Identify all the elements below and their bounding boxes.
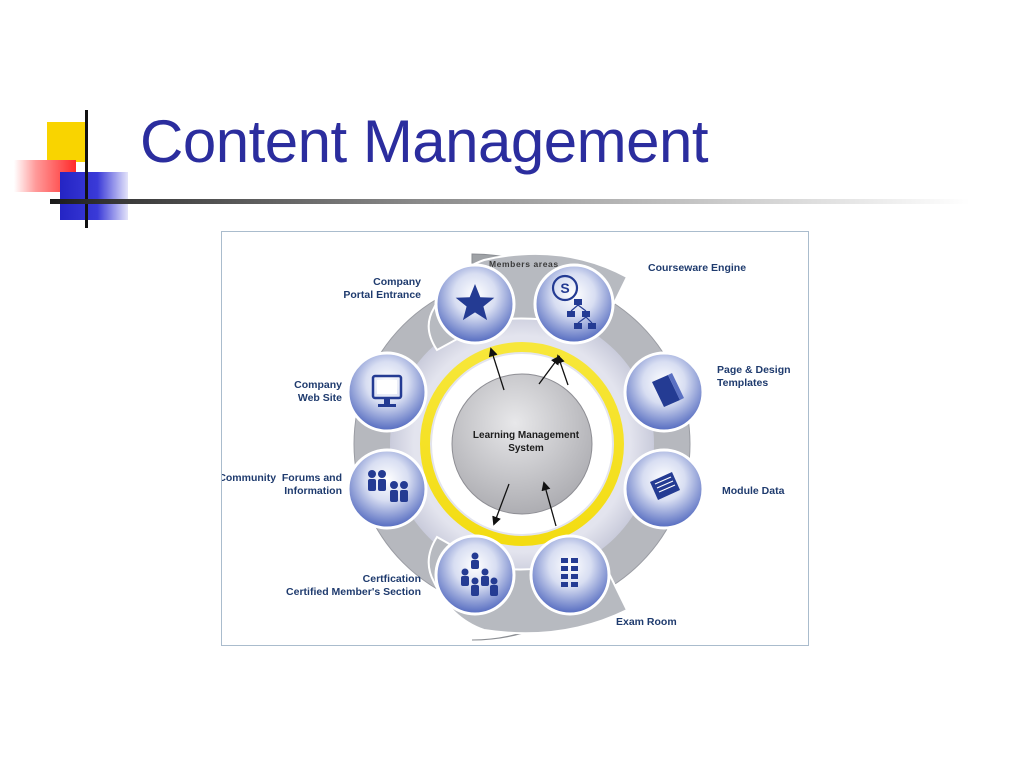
label-website-line1: Company [294, 379, 342, 391]
arrow-center-to-portal [488, 347, 505, 391]
label-certification-line2: Certified Member's Section [286, 586, 421, 598]
center-label-line1: Learning Management [473, 430, 580, 441]
node-portal-entrance [434, 263, 516, 345]
node-company-website [346, 351, 428, 433]
lms-diagram: Members areas Learning Management System… [221, 231, 809, 646]
arrow-center-to-certification [492, 483, 510, 526]
label-templates-line1: Page & Design [717, 364, 791, 376]
center-label-line2: System [508, 443, 544, 454]
label-community-line2: Information [284, 485, 342, 497]
label-portal-line1: Company [373, 276, 421, 288]
hierarchy-icon [461, 552, 498, 596]
node-exam-room [529, 534, 611, 616]
svg-text:S: S [560, 280, 569, 296]
node-module-data [623, 448, 705, 530]
label-portal-line2: Portal Entrance [343, 289, 421, 301]
notepad-icon [650, 472, 680, 500]
document-icon [652, 375, 680, 407]
monitor-icon [371, 374, 403, 407]
node-courseware-engine: S [533, 263, 615, 345]
label-templates-line2: Templates [717, 377, 768, 389]
label-courseware: Courseware Engine [648, 262, 746, 274]
yellow-ring [420, 342, 624, 546]
center-circle [451, 373, 593, 515]
node-page-design-templates [623, 351, 705, 433]
members-area-label: Members areas [489, 259, 559, 269]
corner-decoration-yellow-square [47, 122, 85, 162]
node-certification [434, 534, 516, 616]
label-website-line2: Web Site [298, 392, 342, 404]
arrow-center-to-courseware [538, 355, 561, 385]
lms-diagram-svg: Members areas Learning Management System… [222, 252, 791, 641]
flowchart-icon: S [551, 274, 596, 329]
label-module-data: Module Data [722, 485, 785, 497]
label-exam-room: Exam Room [616, 616, 677, 628]
corner-decoration-blue-square [60, 172, 128, 220]
title-underline [50, 199, 970, 204]
slide-title: Content Management [140, 108, 709, 175]
group-icon [368, 470, 408, 502]
arrow-exam-to-center [541, 481, 557, 527]
label-community-line1: Community Forums and [222, 472, 342, 484]
corner-decoration-vertical-line [85, 110, 88, 228]
arrow-courseware-to-center [556, 354, 569, 386]
list-icon [561, 558, 578, 587]
node-community-forums [346, 448, 428, 530]
star-icon [455, 284, 495, 321]
label-certification-line1: Certfication [363, 573, 421, 585]
